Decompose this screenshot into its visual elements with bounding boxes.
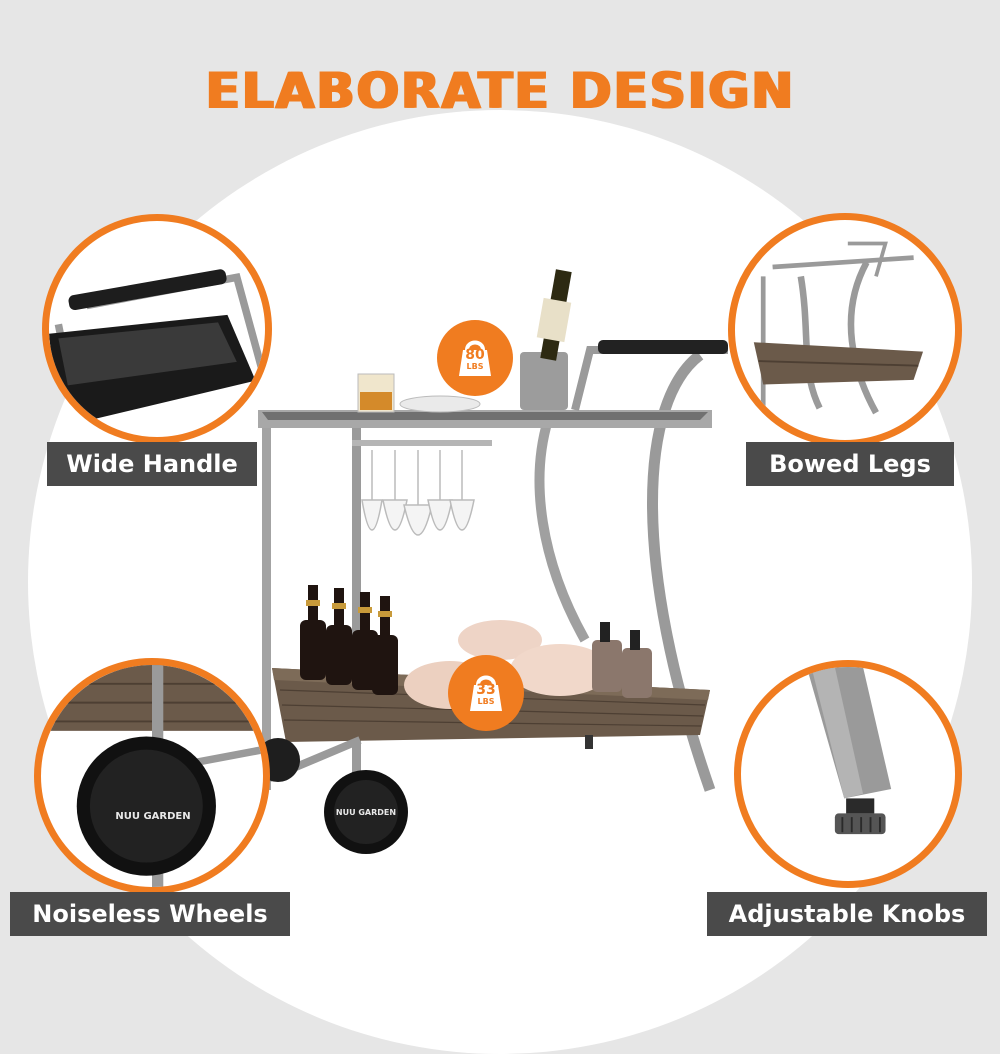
- inset-wide-handle: [42, 214, 272, 444]
- weight-value: 33: [476, 682, 496, 698]
- weight-unit: LBS: [477, 697, 495, 706]
- weight-badge-top: 80 LBS: [437, 320, 513, 396]
- weight-value: 80: [465, 347, 485, 363]
- page-title: ELABORATE DESIGN: [205, 62, 795, 120]
- label-bowed-legs: Bowed Legs: [746, 442, 954, 486]
- kettlebell-icon: [459, 340, 491, 376]
- label-adjustable-knobs: Adjustable Knobs: [707, 892, 987, 936]
- label-wide-handle: Wide Handle: [47, 442, 257, 486]
- weight-badge-bottom: 33 LBS: [448, 655, 524, 731]
- inset-adjustable-knobs: [734, 660, 962, 888]
- wheel-brand-text: NUU GARDEN: [115, 811, 191, 822]
- weight-unit: LBS: [466, 362, 484, 371]
- inset-bowed-legs: [728, 213, 962, 447]
- inset-noiseless-wheels: NUU GARDEN: [34, 658, 270, 894]
- label-noiseless-wheels: Noiseless Wheels: [10, 892, 290, 936]
- wheel-brand-text: NUU GARDEN: [335, 808, 397, 817]
- kettlebell-icon: [470, 675, 502, 711]
